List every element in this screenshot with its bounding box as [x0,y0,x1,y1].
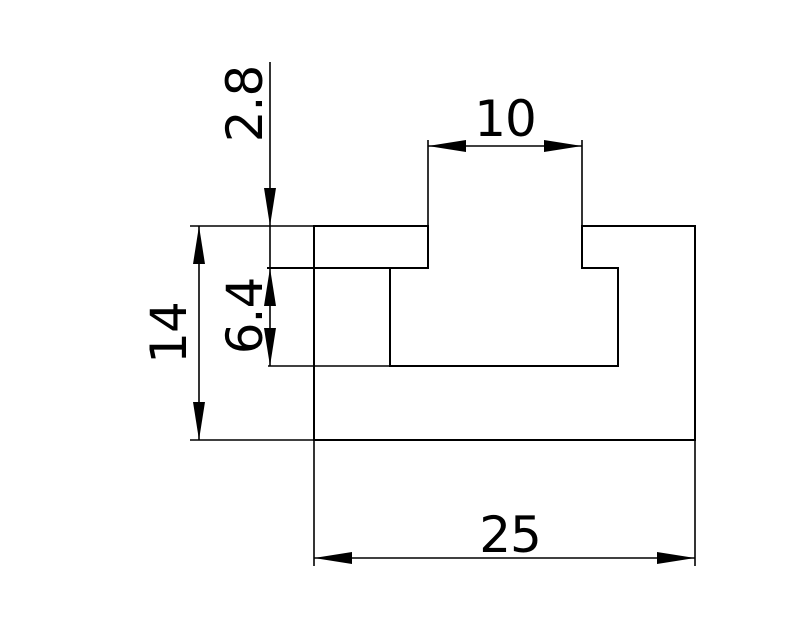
dim-label-slot-opening: 10 [474,90,536,148]
extension-lines [190,140,696,566]
profile-outline [267,225,696,441]
dim-label-overall-height: 14 [140,302,198,364]
outer-outline [313,225,696,441]
dimension-overall-height: 14 [140,226,205,440]
dimension-overall-width: 25 [314,506,695,564]
dim-label-cavity-height: 6.4 [216,278,274,355]
dimension-top-lip: 2.8 [216,62,276,268]
dimension-cavity-height: 6.4 [216,268,276,366]
dimension-slot-opening: 10 [428,90,582,152]
dim-label-overall-width: 25 [479,506,541,564]
dim-label-top-lip: 2.8 [216,66,274,143]
